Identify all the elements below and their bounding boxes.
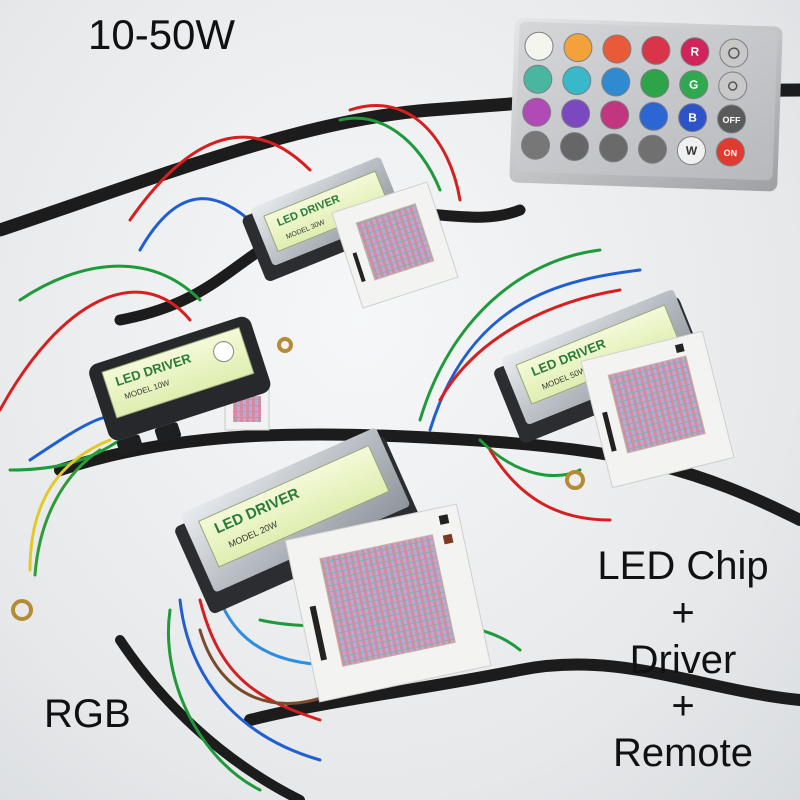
remote-button-21 <box>637 134 667 164</box>
remote-button-18 <box>521 130 551 160</box>
remote-button-grid: R G B OFF W ON <box>521 31 749 167</box>
kit-contents-caption: LED Chip + Driver + Remote <box>574 543 792 777</box>
sun-up-icon <box>719 38 749 68</box>
remote-button-1 <box>563 33 593 63</box>
kit-line-remote: Remote <box>612 731 754 776</box>
driver-left: LED DRIVER MODEL 10W <box>89 316 271 456</box>
kit-line-chip: LED Chip <box>597 544 769 588</box>
remote-button-8 <box>601 67 631 97</box>
remote-button-13 <box>561 99 591 129</box>
kit-line-driver: Driver <box>629 637 737 682</box>
remote-button-label-4: R <box>690 45 699 59</box>
remote-button-15 <box>639 101 669 131</box>
remote-button-label-23: ON <box>723 148 737 158</box>
remote-button-7 <box>562 66 592 96</box>
sun-down-icon-glyph <box>727 81 738 91</box>
remote-button-22 <box>676 136 706 166</box>
remote-button-19 <box>560 132 590 162</box>
remote-button-12 <box>522 97 552 127</box>
remote-button-label-22: W <box>686 143 698 157</box>
remote-button-0 <box>524 31 554 61</box>
remote-button-2 <box>602 34 632 64</box>
remote-button-label-17: OFF <box>722 115 741 126</box>
kit-line-plus-1: + <box>671 590 695 635</box>
rgb-caption: RGB <box>44 692 131 736</box>
kit-line-plus-2: + <box>671 684 695 729</box>
chip-front <box>284 503 492 703</box>
remote-button-16 <box>678 103 708 133</box>
remote-button-10 <box>679 70 709 100</box>
remote-button-label-10: G <box>689 78 699 92</box>
remote-button-23 <box>715 137 745 167</box>
remote-button-14 <box>600 100 630 130</box>
chip-right <box>580 330 735 489</box>
remote-button-17 <box>717 104 747 134</box>
remote-button-label-16: B <box>688 111 697 125</box>
remote-button-9 <box>640 68 670 98</box>
driver-top: LED DRIVER MODEL 30W <box>242 157 405 281</box>
sun-up-icon-glyph <box>728 47 740 59</box>
remote-button-3 <box>641 35 671 65</box>
remote-button-4 <box>680 37 710 67</box>
driver-front: LED DRIVER MODEL 20W <box>175 428 421 614</box>
power-range-title: 10-50W <box>88 11 236 58</box>
remote-control: R G B OFF W ON <box>509 17 783 192</box>
remote-button-6 <box>523 64 553 94</box>
remote-button-20 <box>598 133 628 163</box>
sun-down-icon <box>718 71 748 101</box>
ring-terminals <box>11 337 585 621</box>
chip-top <box>331 181 459 309</box>
